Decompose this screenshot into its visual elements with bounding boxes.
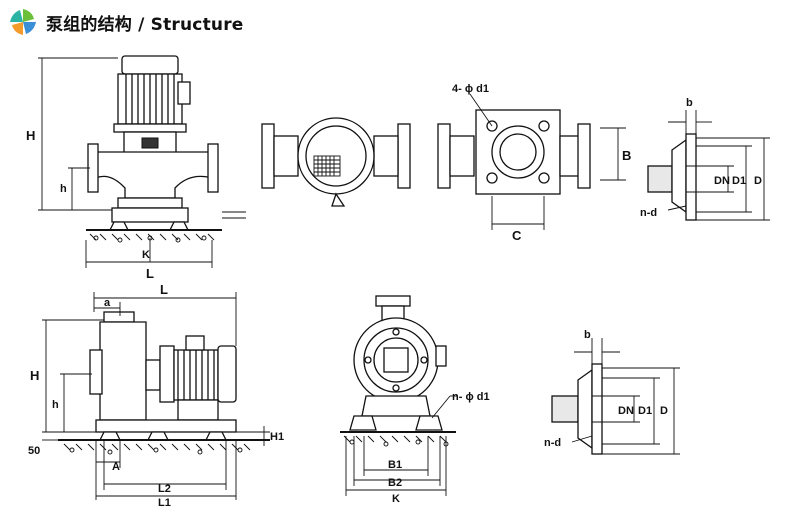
label-horizontal-L: L xyxy=(160,282,168,297)
label-horizontal-H1: H1 xyxy=(270,431,284,443)
label-vertical-K: K xyxy=(142,249,150,261)
label-top-flange-b: b xyxy=(686,97,693,109)
label-horizontal-A: A xyxy=(112,461,120,473)
label-horizontal-50: 50 xyxy=(28,445,40,457)
label-flange-B: B xyxy=(622,148,631,163)
label-end-B2: B2 xyxy=(388,477,402,489)
label-flange-C: C xyxy=(512,228,522,243)
label-bottom-flange-b: b xyxy=(584,329,591,341)
label-top-flange-DN: DN xyxy=(714,175,730,187)
label-horizontal-h: h xyxy=(52,399,59,411)
flange-detail-top xyxy=(647,110,770,221)
label-bottom-flange-nd: n-d xyxy=(544,437,561,449)
flange-detail-bottom xyxy=(551,338,680,455)
label-end-B1: B1 xyxy=(388,459,402,471)
vertical-pump-view xyxy=(38,55,246,268)
page-header: 泵组的结构 / Structure xyxy=(8,6,244,38)
horizontal-pump-view xyxy=(42,292,270,500)
label-top-flange-nd: n-d xyxy=(640,207,657,219)
label-horizontal-a: a xyxy=(104,297,111,309)
label-bottom-flange-D: D xyxy=(660,405,668,417)
label-flange-holes: 4- ϕ d1 xyxy=(452,83,489,95)
label-horizontal-L2: L2 xyxy=(158,483,171,495)
brand-logo-icon xyxy=(10,9,36,35)
page-title: 泵组的结构 / Structure xyxy=(46,14,244,35)
label-top-flange-D: D xyxy=(754,175,762,187)
label-vertical-H: H xyxy=(26,128,35,143)
label-horizontal-H: H xyxy=(30,368,39,383)
label-horizontal-L1: L1 xyxy=(158,497,171,509)
label-end-K: K xyxy=(392,493,400,505)
label-vertical-L: L xyxy=(146,266,154,281)
label-bottom-flange-DN: DN xyxy=(618,405,634,417)
label-vertical-h: h xyxy=(60,183,67,195)
pump-end-view xyxy=(340,295,458,496)
flange-end-view xyxy=(437,93,626,230)
label-bottom-flange-D1: D1 xyxy=(638,405,652,417)
label-top-flange-D1: D1 xyxy=(732,175,746,187)
label-end-nd1: n- ϕ d1 xyxy=(452,391,490,403)
pump-top-view xyxy=(261,117,411,207)
